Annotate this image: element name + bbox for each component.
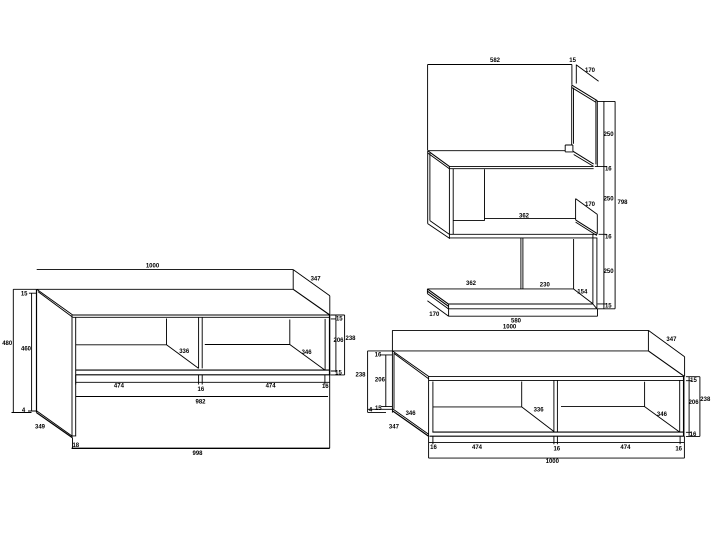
svg-text:16: 16 bbox=[375, 353, 382, 359]
svg-text:1000: 1000 bbox=[546, 459, 560, 465]
svg-text:347: 347 bbox=[389, 425, 400, 431]
svg-text:206: 206 bbox=[333, 338, 344, 344]
svg-text:474: 474 bbox=[114, 384, 125, 390]
svg-text:1000: 1000 bbox=[146, 263, 160, 269]
svg-text:580: 580 bbox=[511, 319, 522, 325]
svg-text:4: 4 bbox=[369, 407, 373, 413]
svg-text:998: 998 bbox=[192, 451, 203, 457]
svg-text:238: 238 bbox=[355, 372, 366, 378]
svg-text:798: 798 bbox=[617, 200, 628, 206]
svg-text:460: 460 bbox=[21, 346, 32, 352]
svg-text:4: 4 bbox=[22, 408, 26, 414]
svg-text:250: 250 bbox=[604, 132, 615, 138]
svg-text:474: 474 bbox=[620, 445, 631, 451]
svg-text:16: 16 bbox=[322, 384, 329, 390]
svg-text:15: 15 bbox=[21, 291, 28, 297]
svg-text:982: 982 bbox=[195, 400, 206, 406]
svg-text:170: 170 bbox=[585, 68, 596, 74]
svg-text:16: 16 bbox=[198, 387, 205, 393]
svg-text:250: 250 bbox=[604, 196, 615, 202]
svg-text:16: 16 bbox=[605, 234, 612, 240]
svg-text:349: 349 bbox=[35, 425, 46, 431]
svg-text:474: 474 bbox=[472, 445, 483, 451]
svg-text:18: 18 bbox=[72, 443, 79, 449]
svg-text:15: 15 bbox=[569, 58, 576, 64]
svg-text:336: 336 bbox=[534, 407, 545, 413]
svg-text:230: 230 bbox=[540, 282, 551, 288]
svg-text:362: 362 bbox=[466, 281, 477, 287]
svg-text:16: 16 bbox=[605, 167, 612, 173]
svg-text:206: 206 bbox=[375, 378, 386, 384]
svg-text:347: 347 bbox=[311, 277, 322, 283]
svg-text:15: 15 bbox=[335, 371, 342, 377]
svg-text:582: 582 bbox=[490, 58, 501, 64]
svg-text:206: 206 bbox=[689, 400, 700, 406]
svg-text:170: 170 bbox=[429, 312, 440, 318]
svg-text:238: 238 bbox=[345, 336, 356, 342]
svg-text:336: 336 bbox=[179, 349, 190, 355]
svg-text:170: 170 bbox=[585, 202, 596, 208]
svg-text:15: 15 bbox=[690, 378, 697, 384]
svg-text:1000: 1000 bbox=[503, 324, 517, 330]
svg-text:238: 238 bbox=[700, 397, 711, 403]
svg-text:16: 16 bbox=[690, 432, 697, 438]
svg-text:15: 15 bbox=[605, 304, 612, 310]
svg-text:16: 16 bbox=[430, 445, 437, 451]
svg-text:362: 362 bbox=[519, 213, 530, 219]
svg-text:346: 346 bbox=[657, 412, 668, 418]
svg-text:250: 250 bbox=[604, 269, 615, 275]
svg-text:346: 346 bbox=[406, 411, 417, 417]
svg-text:15: 15 bbox=[375, 406, 382, 412]
svg-text:16: 16 bbox=[675, 446, 682, 452]
svg-text:347: 347 bbox=[666, 337, 677, 343]
svg-text:480: 480 bbox=[2, 341, 13, 347]
svg-text:474: 474 bbox=[266, 384, 277, 390]
svg-text:346: 346 bbox=[302, 350, 313, 356]
svg-text:16: 16 bbox=[553, 446, 560, 452]
svg-text:15: 15 bbox=[336, 317, 343, 323]
svg-text:154: 154 bbox=[577, 289, 588, 295]
